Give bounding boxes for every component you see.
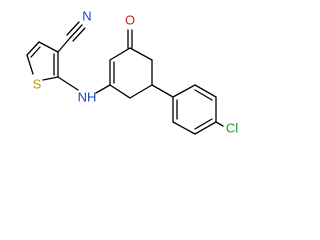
- bond-a5-a6: [172, 121, 196, 135]
- molecule-diagram: O N S NH Cl: [26, 9, 238, 136]
- chlorophenyl-ring: [172, 84, 217, 135]
- bond-r5-r6: [129, 84, 153, 99]
- amine-nh-label: NH: [78, 90, 97, 105]
- bond-r6-r1: [109, 84, 131, 99]
- bond-c5-c4: [26, 41, 40, 56]
- bond-c3-cn: [57, 37, 71, 53]
- bond-c5-c4-inner: [30, 46, 41, 58]
- bond-a4-a5: [194, 121, 217, 135]
- triple-bond-3: [72, 27, 86, 42]
- triple-bond-2: [66, 21, 80, 36]
- bond-r2-r3: [109, 47, 131, 61]
- bond-a2-a3: [194, 84, 217, 98]
- nitrile-nitrogen-label: N: [82, 9, 91, 24]
- bond-c2-nh: [57, 76, 79, 91]
- bond-c4-c3: [38, 41, 59, 53]
- cyclohexenone-ring: [109, 47, 153, 99]
- bond-nh-c: [95, 84, 111, 94]
- bond-r3-r4: [129, 47, 153, 61]
- bond-ring-aryl: [151, 84, 174, 98]
- bond-c2-s: [42, 76, 59, 81]
- chlorine-atom-label: Cl: [226, 121, 238, 136]
- bond-a4-a5-inner: [194, 118, 213, 130]
- nitrile-group: [57, 21, 86, 53]
- bond-a4-cl: [215, 121, 224, 127]
- triple-bond-1: [69, 24, 83, 39]
- sulfur-atom-label: S: [33, 77, 42, 92]
- oxygen-atom-label: O: [125, 13, 135, 28]
- thiophene-ring: [26, 41, 59, 81]
- bond-a1-a2: [172, 84, 196, 98]
- bond-a2-a3-inner: [194, 89, 213, 101]
- molecule-structure: O N S NH Cl: [26, 9, 238, 136]
- bond-s-c5: [26, 54, 34, 75]
